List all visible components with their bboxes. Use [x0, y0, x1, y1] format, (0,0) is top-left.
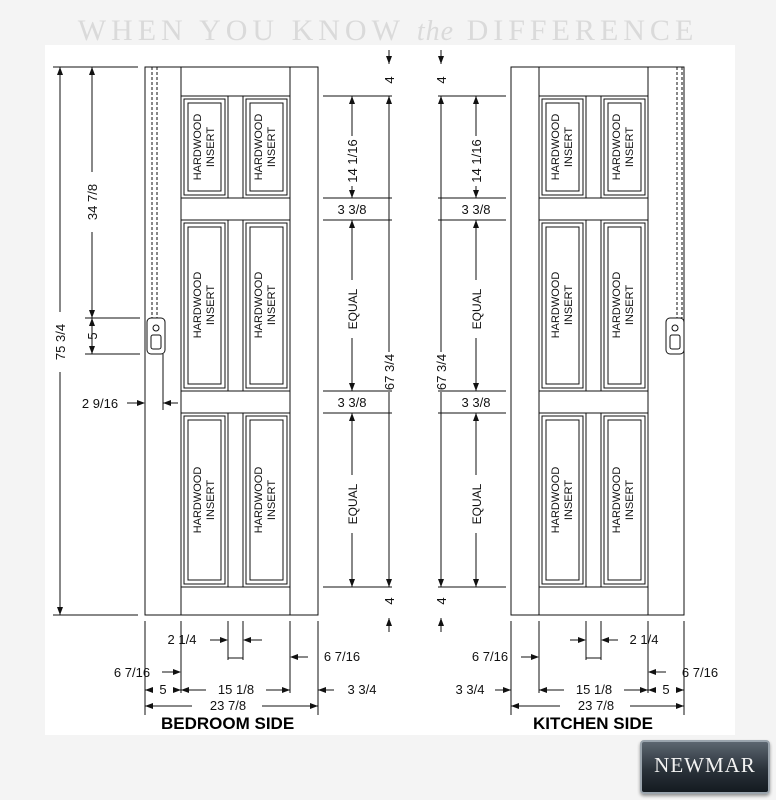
panel-label: HARDWOOD: [253, 272, 265, 339]
panel-middle-right: [245, 222, 288, 389]
panel-label: INSERT: [205, 127, 217, 167]
dim-panel-height: 67 3/4: [382, 354, 397, 390]
panel-label: HARDWOOD: [253, 467, 265, 534]
panel-middle-left: [541, 222, 584, 389]
bedroom-door: [144, 66, 319, 616]
dim-latch-size: 5: [85, 332, 100, 339]
kitchen-door: [510, 66, 685, 616]
panel-label: HARDWOOD: [550, 467, 562, 534]
panel-bottom-left: [183, 415, 226, 585]
panel-label: INSERT: [266, 285, 278, 325]
dim-left-stile: 6 7/16: [472, 649, 508, 664]
dim-rail-1: 3 3/8: [462, 202, 491, 217]
panel-top-left: [183, 98, 226, 196]
dim-rail-2: 3 3/8: [338, 395, 367, 410]
dim-rail-2: 3 3/8: [462, 395, 491, 410]
kitchen-panel-labels: HARDWOOD INSERT HARDWOOD INSERT HARDWOOD…: [550, 114, 636, 534]
dim-overall-width: 23 7/8: [210, 698, 246, 713]
bedroom-side-caption: BEDROOM SIDE: [161, 714, 295, 733]
panel-label: HARDWOOD: [192, 272, 204, 339]
dim-bottom-panel: EQUAL: [346, 483, 360, 524]
dim-middle-panel: EQUAL: [346, 288, 360, 329]
bedroom-dimension-labels: 75 3/4 34 7/8 5 2 9/16 4 4 14 1/16 3 3/8…: [53, 76, 397, 713]
dim-right-stile: 6 7/16: [682, 665, 718, 680]
slogan-part: DIFFERENCE: [454, 14, 699, 47]
dim-right-stile: 6 7/16: [324, 649, 360, 664]
panel-label: HARDWOOD: [253, 114, 265, 181]
dim-panel-height: 67 3/4: [434, 354, 449, 390]
dim-hinge-strip: 5: [662, 682, 669, 697]
kitchen-dimensions: [438, 50, 685, 715]
dim-latch-offset: 2 9/16: [82, 396, 118, 411]
panel-label: INSERT: [624, 285, 636, 325]
panel-label: INSERT: [624, 480, 636, 520]
dim-mullion: 2 1/4: [630, 632, 659, 647]
dim-top-rail: 4: [434, 76, 449, 83]
bedroom-dimensions: [53, 50, 392, 715]
panel-bottom-left: [541, 415, 584, 585]
dim-bottom-panel: EQUAL: [470, 483, 484, 524]
logo-text: NEWMAR: [654, 753, 756, 777]
dim-right-gap: 3 3/4: [348, 682, 377, 697]
dim-left-gap: 3 3/4: [456, 682, 485, 697]
panel-top-right: [603, 98, 646, 196]
panel-bottom-right: [603, 415, 646, 585]
dim-panel-width: 15 1/8: [218, 682, 254, 697]
panel-label: HARDWOOD: [192, 467, 204, 534]
panel-label: INSERT: [563, 285, 575, 325]
newmar-logo: NEWMAR: [640, 740, 770, 794]
latch-icon: [665, 317, 685, 355]
panel-label: HARDWOOD: [550, 272, 562, 339]
panel-bottom-right: [245, 415, 288, 585]
dim-top-panel: 14 1/16: [345, 139, 360, 182]
dim-panel-width: 15 1/8: [576, 682, 612, 697]
panel-label: HARDWOOD: [611, 114, 623, 181]
panel-label: HARDWOOD: [192, 114, 204, 181]
panel-middle-left: [183, 222, 226, 389]
bedroom-arrowheads: [57, 56, 392, 709]
panel-label: HARDWOOD: [550, 114, 562, 181]
panel-label: INSERT: [266, 127, 278, 167]
panel-label: HARDWOOD: [611, 272, 623, 339]
kitchen-dimension-labels: 4 4 14 1/16 3 3/8 EQUAL 3 3/8 EQUAL 67 3…: [434, 76, 718, 713]
panel-label: INSERT: [563, 480, 575, 520]
dim-top-panel: 14 1/16: [469, 139, 484, 182]
slogan-watermark: WHEN YOU KNOW the DIFFERENCE: [0, 14, 776, 48]
bedroom-panel-labels: HARDWOOD INSERT HARDWOOD INSERT HARDWOOD…: [192, 114, 278, 534]
kitchen-side-caption: KITCHEN SIDE: [533, 714, 653, 733]
panel-top-left: [541, 98, 584, 196]
panel-middle-right: [603, 222, 646, 389]
dim-overall-width: 23 7/8: [578, 698, 614, 713]
panel-label: INSERT: [624, 127, 636, 167]
slogan-part: WHEN YOU KNOW: [77, 14, 417, 47]
dim-top-rail: 4: [382, 76, 397, 83]
panel-label: INSERT: [205, 480, 217, 520]
door-outline: [144, 66, 319, 616]
slogan-the: the: [416, 16, 455, 47]
dim-mullion: 2 1/4: [168, 632, 197, 647]
dim-left-stile: 6 7/16: [114, 665, 150, 680]
dim-latch-height: 34 7/8: [85, 184, 100, 220]
sheet-background: [45, 45, 735, 735]
panel-label: INSERT: [266, 480, 278, 520]
kitchen-arrowheads: [438, 56, 684, 709]
panel-label: INSERT: [563, 127, 575, 167]
panel-label: HARDWOOD: [611, 467, 623, 534]
panel-label: INSERT: [205, 285, 217, 325]
dim-overall-height: 75 3/4: [53, 324, 68, 360]
dim-middle-panel: EQUAL: [470, 288, 484, 329]
dim-rail-1: 3 3/8: [338, 202, 367, 217]
dim-bottom-rail: 4: [382, 597, 397, 604]
panel-top-right: [245, 98, 288, 196]
dim-hinge-strip: 5: [159, 682, 166, 697]
latch-icon: [146, 317, 166, 355]
dim-bottom-rail: 4: [434, 597, 449, 604]
